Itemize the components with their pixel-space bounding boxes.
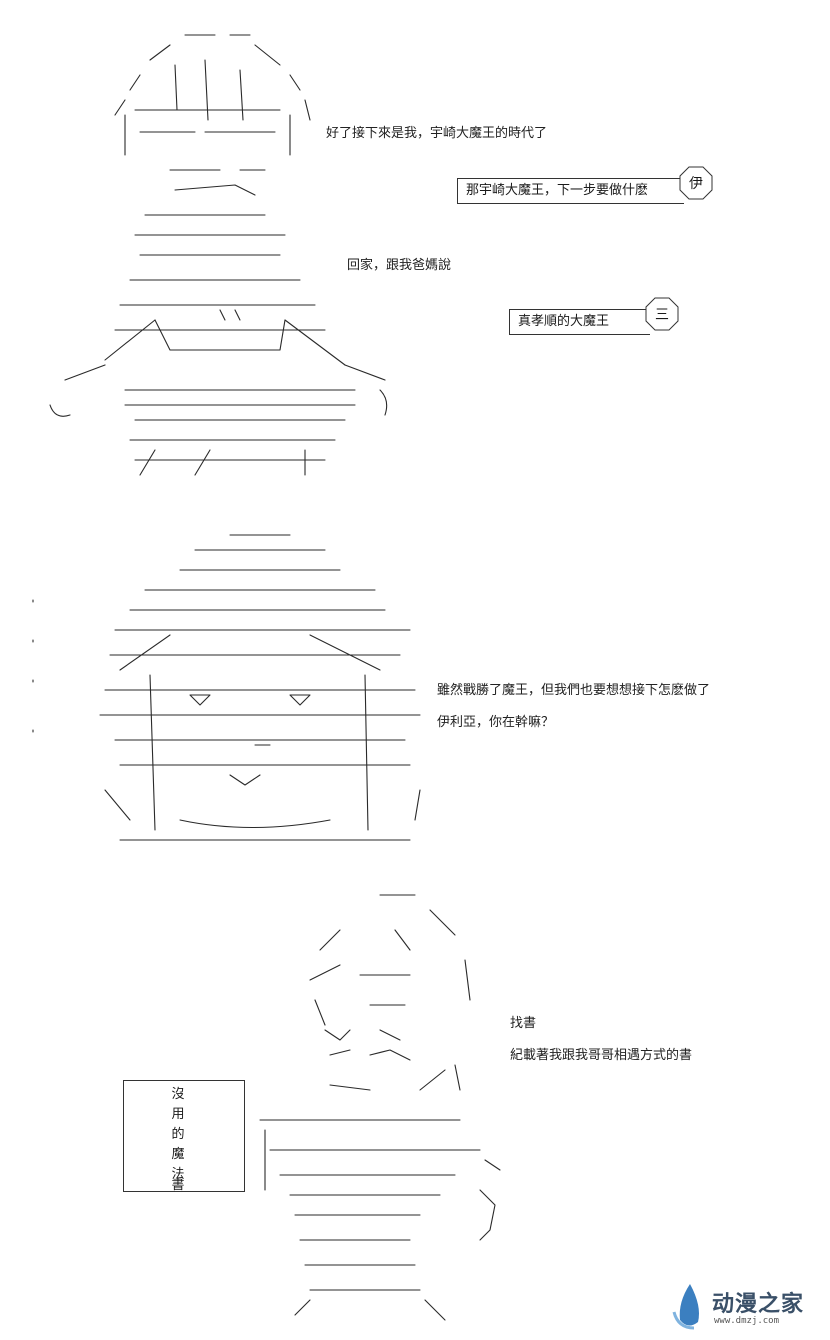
speech-text-line-1: 雖然戰勝了魔王，但我們也要想想接下怎麽做了: [437, 683, 711, 698]
book-char: 魔: [171, 1147, 185, 1162]
panel-2: 雖然戰勝了魔王，但我們也要想想接下怎麽做了 伊利亞，你在幹嘛？: [0, 520, 830, 860]
watermark-logo-icon: [668, 1282, 708, 1332]
ascii-art-character-3: [230, 890, 510, 1330]
speech-text-book-description: 紀載著我跟我哥哥相遇方式的書: [510, 1048, 693, 1063]
watermark-url: www.dmzj.com: [714, 1316, 780, 1326]
speaker-tag-label: 伊: [689, 176, 703, 192]
watermark-title: 动漫之家: [712, 1292, 805, 1317]
book-char: 沒: [171, 1087, 185, 1102]
book-char: 書: [171, 1178, 185, 1193]
speech-text-find-book: 找書: [510, 1016, 537, 1031]
narration-text: 好了接下來是我，宇崎大魔王的時代了: [326, 126, 548, 141]
site-watermark: 动漫之家 www.dmzj.com: [668, 1282, 818, 1332]
magic-book: 沒 用 的 魔 法 書: [123, 1080, 245, 1193]
ascii-art-character-1: [45, 20, 405, 480]
book-title: 沒 用 的 魔 法: [170, 1085, 186, 1185]
book-char: 用: [171, 1107, 185, 1122]
speaker-tag-label: 三: [655, 307, 669, 323]
bubble-text: 那宇崎大魔王，下一步要做什麽: [466, 183, 649, 198]
speech-bubble-next-step: 那宇崎大魔王，下一步要做什麽: [457, 178, 684, 204]
speaker-tag-octagon: 三: [645, 297, 679, 331]
speaker-tag-octagon: 伊: [679, 166, 713, 200]
speech-bubble-filial: 真孝順的大魔王: [509, 309, 650, 335]
panel-3: 沒 用 的 魔 法 書 找書 紀載著我跟我哥哥相遇方式的書: [0, 880, 830, 1340]
panel-1: 好了接下來是我，宇崎大魔王的時代了 回家，跟我爸媽說 那宇崎大魔王，下一步要做什…: [0, 0, 830, 500]
ascii-art-character-2: [30, 530, 440, 850]
speech-text-go-home: 回家，跟我爸媽說: [347, 258, 452, 273]
book-char: 的: [171, 1127, 185, 1142]
bubble-text: 真孝順的大魔王: [518, 314, 610, 329]
book-char: 法: [171, 1167, 185, 1182]
speech-text-line-2: 伊利亞，你在幹嘛？: [437, 715, 555, 730]
